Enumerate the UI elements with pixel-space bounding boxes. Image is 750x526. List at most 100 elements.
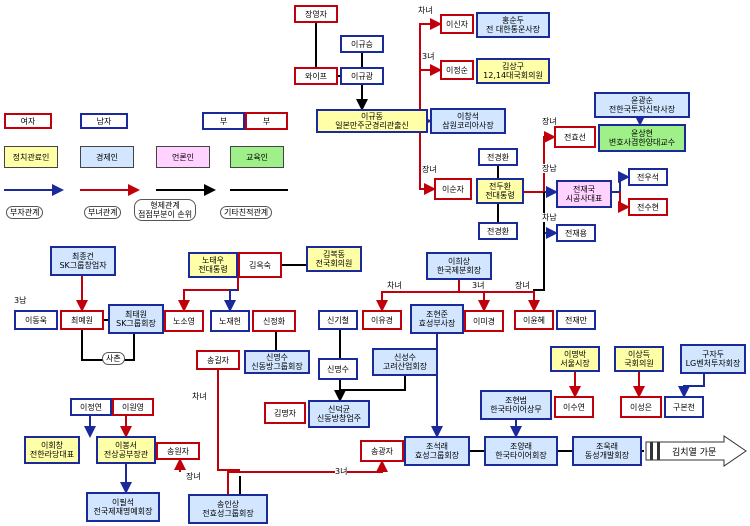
person-jhs: 전효선: [554, 126, 596, 148]
person-title: 전대통령: [485, 191, 515, 200]
person-title: 일본만주군경리관출신: [335, 121, 409, 130]
person-name: 최예원: [70, 315, 94, 325]
person-lkkwang: 이규광: [340, 67, 384, 85]
person-name: 이성은: [629, 402, 653, 412]
person-name: 김옥숙: [248, 260, 272, 270]
person-name: 이희상: [447, 257, 471, 266]
person-name: 전경환: [486, 226, 510, 236]
person-title: 시공사대표: [565, 194, 603, 203]
legend-media: 언론인: [156, 146, 210, 168]
person-name: 신명수: [326, 364, 350, 374]
kin-label: 장녀: [542, 117, 557, 126]
person-skj: 송광자: [360, 440, 404, 462]
person-name: 전재만: [564, 315, 588, 325]
person-lmk: 이미경: [464, 310, 504, 332]
person-name: 신덕균: [327, 405, 351, 414]
person-jkh2: 전경환: [478, 222, 518, 240]
person-name: 이원영: [121, 402, 145, 412]
kin-label-cousin: 사촌: [102, 352, 125, 365]
person-name: 이명박: [563, 350, 587, 359]
person-name: 윤광순: [630, 96, 654, 105]
kin-label: 3녀: [335, 467, 348, 476]
relation-line: [459, 291, 540, 312]
person-name: 조석래: [425, 442, 449, 451]
person-name: 신명수: [265, 353, 289, 362]
person-title: 고려산업회장: [382, 362, 428, 371]
person-name: 이규동: [360, 112, 384, 121]
person-name: 조현범: [504, 396, 528, 405]
kin-label: 장녀: [186, 472, 201, 481]
person-title: 신동방그룹회장: [251, 362, 303, 371]
legend-economy: 경제인: [80, 146, 134, 168]
legend-couple-woman: 부: [245, 112, 288, 130]
kin-label: 장녀: [515, 281, 530, 290]
person-title: SK그룹회장: [116, 319, 156, 328]
person-name: 홍순두: [501, 16, 525, 25]
person-name: 전경환: [486, 152, 510, 162]
person-title: 동성개발회장: [584, 451, 630, 460]
person-name: 이유경: [370, 315, 394, 325]
person-kok: 김옥숙: [238, 252, 282, 278]
person-ljs: 이정순: [440, 60, 474, 80]
person-jsh: 전수현: [628, 198, 668, 216]
person-sms2: 신명수: [318, 358, 358, 380]
person-name: 신성수: [393, 353, 417, 362]
person-name: 김명자: [273, 408, 297, 418]
person-name: 이상득: [627, 350, 651, 359]
person-title: 신동방창업주: [316, 414, 362, 423]
person-jjm: 전재만: [556, 310, 596, 330]
person-name: 전우석: [636, 172, 660, 182]
person-name: 이필석: [111, 498, 135, 507]
person-name: 노소영: [172, 316, 196, 326]
person-name: 장영자: [304, 9, 328, 19]
person-kbc: 구본천: [664, 396, 704, 418]
person-name: 이신자: [445, 19, 469, 29]
person-name: 이규승: [350, 39, 374, 49]
person-lyk: 이유경: [362, 310, 402, 330]
relation-line: [618, 192, 630, 213]
person-title: LG벤처투자회장: [685, 359, 741, 368]
kin-label: 3녀: [422, 52, 435, 61]
person-title: 전한국투자신탁사장: [608, 105, 676, 114]
legend-education: 교육인: [230, 146, 284, 168]
person-name: 송원자: [166, 446, 190, 456]
person-jjh: 전경환: [478, 148, 518, 166]
legend-couple: 부 부: [202, 112, 288, 130]
person-title: SK그룹창업자: [59, 261, 107, 270]
person-name: 전두환: [488, 182, 512, 191]
person-title: 효성그룹회장: [414, 451, 460, 460]
person-name: 김복동: [322, 250, 346, 259]
person-title: 전 대한통운사장: [485, 25, 541, 34]
person-lyh: 이윤혜: [514, 310, 554, 330]
person-lse: 이성은: [620, 396, 662, 418]
legend-father-son: 부자관계: [6, 206, 44, 219]
person-kmj: 김명자: [264, 402, 306, 424]
person-title: 전대통령: [198, 265, 228, 274]
person-wife: 와이프: [294, 67, 338, 85]
person-title: 한국타이어상무: [490, 405, 542, 414]
person-lkseung: 이규승: [340, 35, 384, 53]
legend-couple-man: 부: [202, 112, 245, 130]
relation-line: [612, 171, 630, 193]
kin-label: 3남: [14, 296, 27, 305]
person-name: 윤상현: [630, 129, 654, 138]
person-name: 이수연: [562, 402, 586, 412]
person-title: 삼원코리아사장: [442, 121, 494, 130]
legend-male: 남자: [80, 113, 128, 129]
person-name: 송인상: [216, 500, 240, 509]
